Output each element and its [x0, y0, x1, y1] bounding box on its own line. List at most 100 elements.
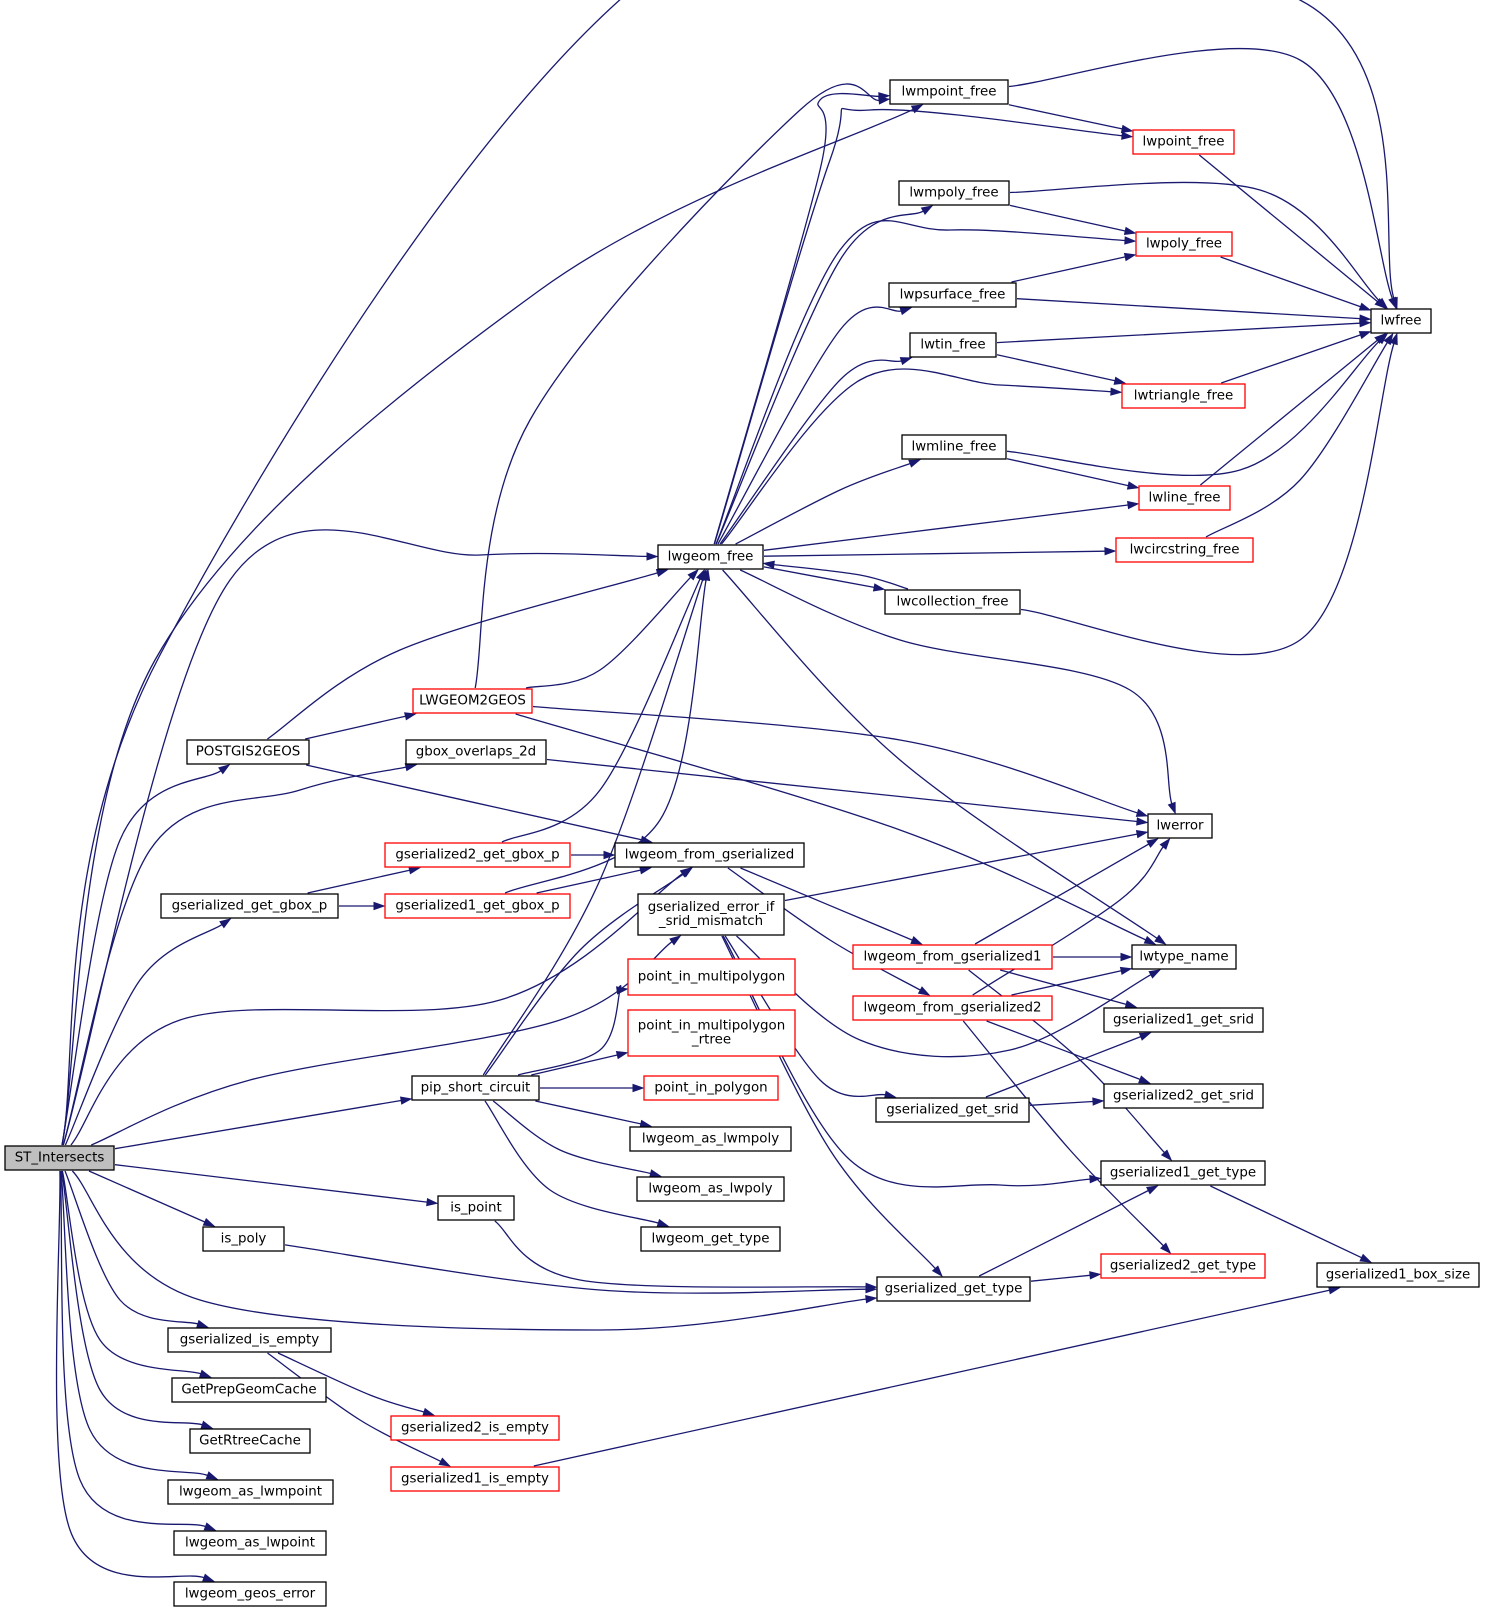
node-box: [412, 688, 533, 714]
node-pip-short-circuit[interactable]: pip_short_circuit: [411, 1075, 540, 1101]
node-label: is_point: [450, 1201, 502, 1216]
node-postgis2geos[interactable]: POSTGIS2GEOS: [186, 739, 310, 765]
node-lwcollection-free[interactable]: lwcollection_free: [884, 589, 1021, 615]
edge-lwpsurface_free-to-lwfree: [1016, 298, 1372, 323]
node-lwgeom2geos[interactable]: LWGEOM2GEOS: [412, 688, 533, 714]
node-lwmpoly-free[interactable]: lwmpoly_free: [898, 180, 1010, 206]
node-gserialized1-get-gbox-p[interactable]: gserialized1_get_gbox_p: [384, 893, 571, 919]
node-label: lwline_free: [1149, 491, 1221, 506]
edge-is_poly-to-gserialized_get_type: [284, 1244, 878, 1294]
node-is-point[interactable]: is_point: [437, 1195, 515, 1221]
node-lwcircstring-free[interactable]: lwcircstring_free: [1115, 537, 1254, 563]
node-lwerror[interactable]: lwerror: [1147, 813, 1213, 839]
node-lwgeom-from-gserialized1[interactable]: lwgeom_from_gserialized1: [852, 944, 1053, 970]
node-lwpsurface-free[interactable]: lwpsurface_free: [888, 282, 1017, 308]
node-box: [1138, 485, 1231, 511]
arrowhead: [199, 1369, 212, 1378]
node-lwgeom-free[interactable]: lwgeom_free: [657, 544, 764, 570]
node-lwgeom-from-gserialized[interactable]: lwgeom_from_gserialized: [614, 842, 805, 868]
arrowhead: [205, 1471, 219, 1480]
node-box: [160, 893, 339, 919]
node-gserialized2-get-gbox-p[interactable]: gserialized2_get_gbox_p: [384, 842, 571, 868]
node-lwgeom-as-lwpoint[interactable]: lwgeom_as_lwpoint: [173, 1530, 327, 1556]
edge-lwmline_free-to-lwline_free: [1006, 458, 1140, 490]
node-gbox-overlaps-2d[interactable]: gbox_overlaps_2d: [405, 739, 547, 765]
node-box: [627, 1009, 796, 1057]
arrowhead: [1359, 1253, 1372, 1263]
node-box: [901, 434, 1007, 460]
node-label: lwtype_name: [1139, 950, 1228, 965]
node-box: [1135, 231, 1233, 257]
node-lwgeom-as-lwmpoint[interactable]: lwgeom_as_lwmpoint: [167, 1479, 334, 1505]
node-box: [852, 944, 1053, 970]
node-lwpoint-free[interactable]: lwpoint_free: [1132, 129, 1235, 155]
node-gserialized1-get-type[interactable]: gserialized1_get_type: [1100, 1160, 1266, 1186]
node-gserialized1-get-srid[interactable]: gserialized1_get_srid: [1103, 1007, 1264, 1033]
node-getprepgeomcache[interactable]: GetPrepGeomCache: [171, 1377, 327, 1403]
node-point-in-polygon[interactable]: point_in_polygon: [643, 1075, 779, 1101]
node-gserialized-get-type[interactable]: gserialized_get_type: [876, 1276, 1031, 1302]
node-st-intersects[interactable]: ST_Intersects: [4, 1145, 115, 1171]
arrowhead: [1120, 952, 1133, 962]
node-label: lwmpoly_free: [909, 186, 998, 201]
arrowhead: [872, 583, 886, 592]
node-getrtreecache[interactable]: GetRtreeCache: [189, 1428, 311, 1454]
arrowhead: [373, 901, 386, 911]
node-lwtriangle-free[interactable]: lwtriangle_free: [1121, 383, 1246, 409]
edge-gserialized2_get_gbox_p-to-lwgeom_from_gserialized: [571, 850, 616, 860]
node-gserialized-error-if-srid-mismatch[interactable]: gserialized_error_if_srid_mismatch: [637, 893, 785, 936]
node-lwgeom-get-type[interactable]: lwgeom_get_type: [640, 1226, 781, 1252]
node-gserialized1-is-empty[interactable]: gserialized1_is_empty: [390, 1466, 560, 1492]
edge-postgis2geos-to-lwgeom2geos: [305, 712, 417, 740]
arrowhead: [917, 986, 931, 996]
node-point-in-multipolygon-rtree[interactable]: point_in_multipolygon_rtree: [627, 1009, 796, 1057]
arrowhead: [931, 1265, 943, 1278]
arrowhead: [649, 1169, 662, 1178]
node-gserialized2-is-empty[interactable]: gserialized2_is_empty: [390, 1415, 560, 1441]
arrowhead: [1135, 808, 1149, 817]
arrowhead: [1124, 1000, 1138, 1009]
node-gserialized-is-empty[interactable]: gserialized_is_empty: [167, 1327, 332, 1353]
node-box: [875, 1097, 1030, 1123]
node-label: gserialized_get_srid: [886, 1103, 1018, 1118]
node-lwmline-free[interactable]: lwmline_free: [901, 434, 1007, 460]
node-lwgeom-from-gserialized2[interactable]: lwgeom_from_gserialized2: [852, 995, 1053, 1021]
node-box: [909, 332, 997, 358]
node-gserialized2-get-type[interactable]: gserialized2_get_type: [1100, 1253, 1266, 1279]
arrowhead: [202, 1573, 215, 1582]
node-lwtype-name[interactable]: lwtype_name: [1131, 944, 1237, 970]
node-gserialized-get-gbox-p[interactable]: gserialized_get_gbox_p: [160, 893, 339, 919]
node-lwgeom-geos-error[interactable]: lwgeom_geos_error: [173, 1581, 327, 1607]
edge-st_intersects-to-lwgeom_as_lwmpoint: [60, 1170, 219, 1480]
arrowhead: [1376, 297, 1389, 310]
node-lwpoly-free[interactable]: lwpoly_free: [1135, 231, 1233, 257]
node-label: gserialized1_box_size: [1326, 1268, 1470, 1283]
node-gserialized2-get-srid[interactable]: gserialized2_get_srid: [1103, 1083, 1264, 1109]
node-is-poly[interactable]: is_poly: [202, 1226, 285, 1252]
arrowhead: [639, 866, 652, 875]
node-gserialized1-box-size[interactable]: gserialized1_box_size: [1316, 1262, 1480, 1288]
edge-pip_short_circuit-to-lwgeom_free: [482, 568, 707, 1076]
node-label: lwgeom_from_gserialized1: [863, 950, 1041, 965]
node-box: [1103, 1083, 1264, 1109]
node-box: [4, 1145, 115, 1171]
node-gserialized-get-srid[interactable]: gserialized_get_srid: [875, 1097, 1030, 1123]
node-point-in-multipolygon[interactable]: point_in_multipolygon: [627, 958, 796, 996]
node-lwgeom-as-lwmpoly[interactable]: lwgeom_as_lwmpoly: [629, 1126, 792, 1152]
node-lwgeom-as-lwpoly[interactable]: lwgeom_as_lwpoly: [636, 1176, 785, 1202]
node-label: gserialized1_get_type: [1110, 1166, 1256, 1181]
node-box: [390, 1415, 560, 1441]
edge-lwgeom_free-to-lwcollection_free: [763, 566, 886, 592]
node-lwtin-free[interactable]: lwtin_free: [909, 332, 997, 358]
node-lwfree[interactable]: lwfree: [1370, 308, 1432, 334]
node-label: lwgeom_as_lwmpoly: [642, 1132, 779, 1147]
node-box: [202, 1226, 285, 1252]
node-label: lwgeom_get_type: [652, 1232, 770, 1247]
node-lwmpoint-free[interactable]: lwmpoint_free: [889, 79, 1009, 105]
edge-lwpoly_free-to-lwfree: [1220, 256, 1372, 311]
node-label: lwgeom_as_lwmpoint: [179, 1485, 322, 1500]
node-lwline-free[interactable]: lwline_free: [1138, 485, 1231, 511]
node-box: [167, 1327, 332, 1353]
arrowhead: [1121, 131, 1134, 140]
arrowhead: [219, 918, 232, 929]
